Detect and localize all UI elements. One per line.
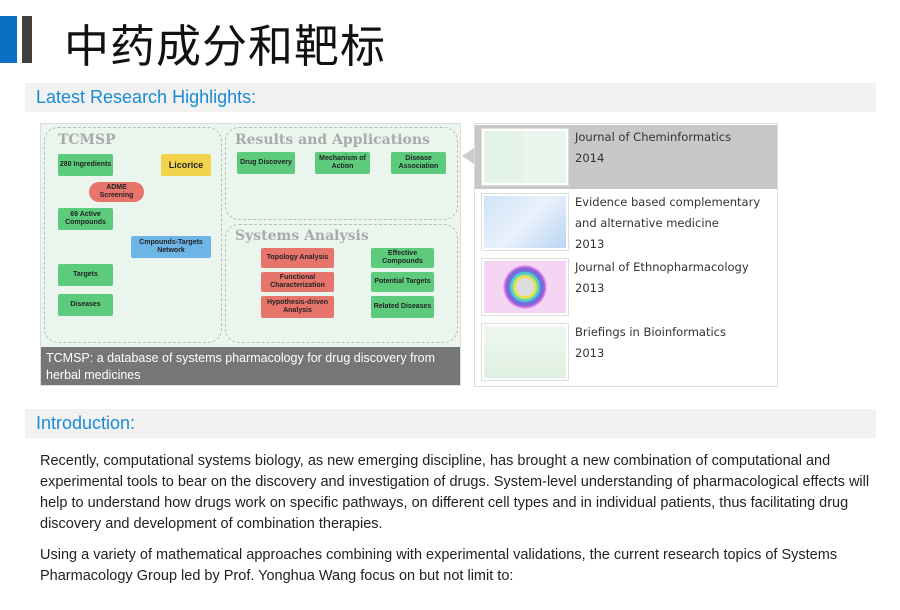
highlights-list: Journal of Cheminformatics 2014 Evidence … [474, 123, 778, 387]
tcmsp-label: TCMSP [58, 132, 116, 148]
item-journal: Journal of Ethnopharmacology [575, 260, 749, 274]
box-potential: Potential Targets [371, 272, 434, 292]
page-title: 中药成分和靶标 [64, 20, 387, 73]
results-panel [225, 127, 458, 220]
highlight-item[interactable]: Journal of Ethnopharmacology 2013 [475, 255, 777, 319]
item-journal: Briefings in Bioinformatics [575, 325, 726, 339]
box-mechanism: Mechanism of Action [315, 152, 370, 174]
box-network: Cmpounds-Targets Network [131, 236, 211, 258]
box-adme: ADME Screening [89, 182, 144, 202]
tcmsp-panel [44, 127, 222, 343]
item-year: 2013 [575, 281, 605, 295]
thumbnail [481, 128, 569, 186]
highlights-heading: Latest Research Highlights: [25, 83, 876, 112]
intro-paragraph: Recently, computational systems biology,… [40, 453, 870, 532]
box-related: Related Diseases [371, 296, 434, 318]
systems-label: Systems Analysis [235, 228, 369, 244]
title-accent-blue [0, 16, 17, 63]
box-hypothesis: Hypothesis-driven Analysis [261, 296, 334, 318]
active-pointer-icon [462, 148, 474, 164]
item-year: 2013 [575, 346, 605, 360]
results-label: Results and Applications [235, 132, 430, 148]
introduction-heading: Introduction: [25, 409, 876, 438]
box-active: 69 Active Compounds [58, 208, 113, 230]
box-disease-assoc: Disease Association [391, 152, 446, 174]
highlight-item[interactable]: Evidence based complementary and alterna… [475, 190, 777, 254]
item-year: 2014 [575, 151, 605, 165]
box-functional: Functional Characterization [261, 272, 334, 292]
intro-paragraph: Using a variety of mathematical approach… [40, 547, 838, 584]
box-diseases: Diseases [58, 294, 113, 316]
item-journal: Evidence based complementary and alterna… [575, 195, 761, 230]
box-licorice: Licorice [161, 154, 211, 176]
item-year: 2013 [575, 237, 605, 251]
box-targets: Targets [58, 264, 113, 286]
systems-panel [225, 224, 458, 343]
figure-caption[interactable]: TCMSP: a database of systems pharmacolog… [41, 347, 460, 385]
item-journal: Journal of Cheminformatics [575, 130, 732, 144]
box-ingredients: 280 Ingredients [58, 154, 113, 176]
thumbnail [481, 193, 569, 251]
box-topology: Topology Analysis [261, 248, 334, 268]
thumbnail [481, 323, 569, 381]
thumbnail [481, 258, 569, 316]
highlight-item[interactable]: Briefings in Bioinformatics 2013 [475, 320, 777, 384]
box-drug: Drug Discovery [237, 152, 295, 174]
title-accent-gray [22, 16, 32, 63]
highlight-item[interactable]: Journal of Cheminformatics 2014 [475, 125, 777, 189]
box-effective: Effective Compounds [371, 248, 434, 268]
featured-figure[interactable]: TCMSP Results and Applications Systems A… [40, 123, 461, 386]
